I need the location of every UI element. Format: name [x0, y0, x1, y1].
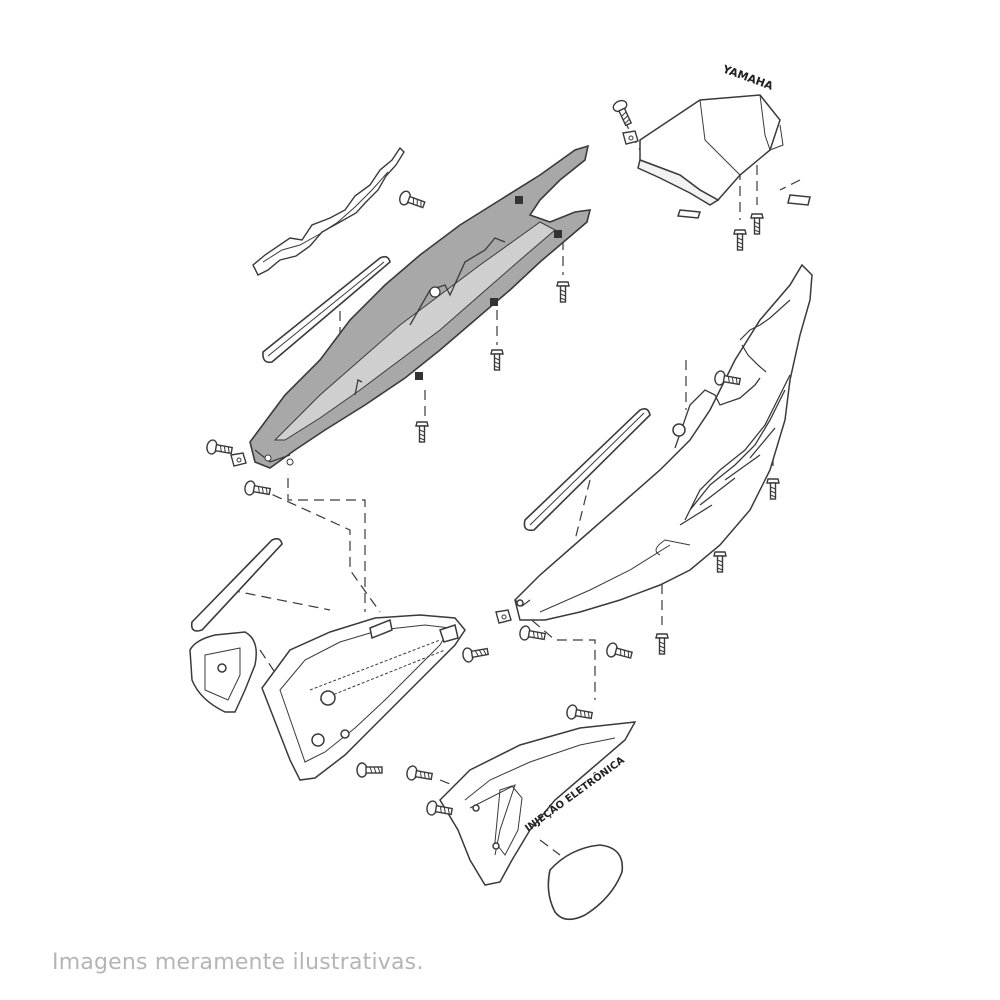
left-reflector-lens: [189, 631, 257, 713]
right-reflector-lens: [547, 844, 624, 921]
cover-graphic-lettering: [679, 374, 791, 526]
brand-emblem-text: YAMAHA: [720, 62, 775, 93]
right-rubber-strip: [523, 408, 651, 532]
upper-rubber-strip: [262, 255, 391, 364]
tail-emblem-cover: YAMAHA: [637, 62, 811, 219]
illustrative-caption: Imagens meramente ilustrativas.: [52, 950, 424, 975]
left-mounting-bracket: [261, 614, 466, 781]
lower-rubber-strip: [190, 537, 283, 632]
upper-decal-strip: [252, 146, 405, 276]
main-side-cover-panel: [249, 144, 592, 469]
right-side-cover-panel: [514, 263, 813, 621]
